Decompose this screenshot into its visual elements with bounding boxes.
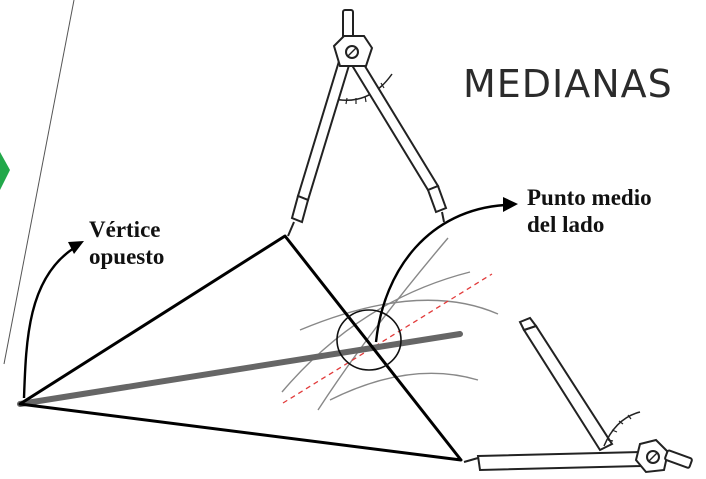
label-midpoint: Punto medio del lado [527, 184, 652, 238]
label-vertex: Vértice opuesto [89, 216, 164, 270]
construction-arc-4 [329, 372, 479, 401]
midpoint-arrow [374, 203, 506, 343]
construction-arc-3 [299, 299, 499, 331]
triangle [18, 234, 463, 462]
midpoint-arrow-head [503, 197, 518, 212]
green-arrow-icon [0, 152, 10, 190]
median-line [17, 331, 463, 407]
construction-arc-1 [281, 271, 471, 393]
label-vertex-line1: Vértice [89, 217, 161, 242]
midpoint-circle [336, 309, 402, 371]
vertex-arrow-head [68, 241, 84, 254]
label-midpoint-line1: Punto medio [527, 185, 652, 210]
compass-icon-2 [463, 316, 693, 474]
label-vertex-line2: opuesto [89, 244, 165, 269]
construction-arc-2 [317, 237, 449, 411]
page-edge-line [3, 0, 75, 365]
diagram-title: MEDIANAS [463, 62, 673, 106]
label-midpoint-line2: del lado [527, 212, 605, 237]
perpendicular-bisector-line [282, 273, 493, 404]
compass-icon [287, 9, 448, 237]
vertex-arrow [22, 246, 75, 399]
